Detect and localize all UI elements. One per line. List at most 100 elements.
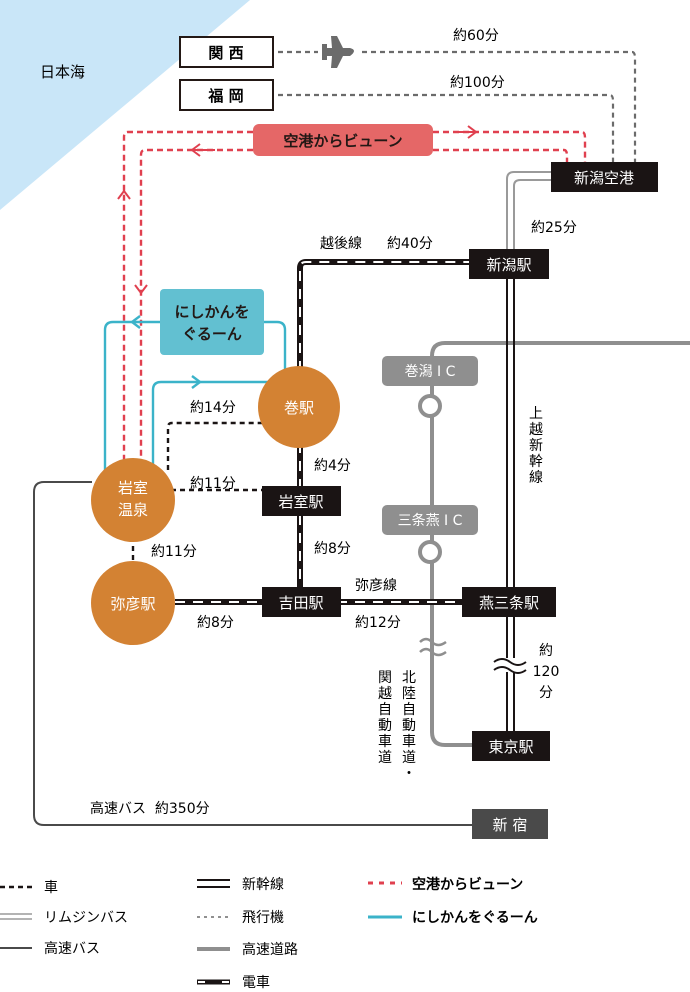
sea-label: 日本海 [40, 63, 85, 81]
station-iwamuro: 岩室駅 [262, 486, 341, 516]
station-tsubamesanjo: 燕三条駅 [462, 587, 556, 617]
svg-text:新潟空港: 新潟空港 [574, 169, 634, 187]
iwamuro-yoshida-time: 約8分 [314, 541, 351, 557]
svg-text:岩室駅: 岩室駅 [278, 493, 323, 511]
legend-car: 車 [0, 879, 58, 896]
svg-text:吉田駅: 吉田駅 [278, 594, 323, 612]
svg-text:道: 道 [402, 750, 416, 766]
arrow-left-icon [190, 143, 215, 157]
svg-text:北: 北 [402, 670, 416, 686]
onsen-iwamuro-time: 約11分 [190, 476, 236, 492]
svg-text:関: 関 [378, 670, 392, 686]
fukuoka-time-label: 約100分 [450, 75, 505, 91]
nishikan-route [103, 315, 287, 470]
legend-airplane: 飛行機 [197, 910, 284, 926]
svg-text:車: 車 [378, 733, 392, 750]
maki-iwamuro-time: 約4分 [314, 458, 351, 474]
yoshida-tsubame-time: 約12分 [355, 615, 401, 631]
node-iwamuro-onsen: 岩室 温泉 [91, 458, 175, 542]
shinkansen-time-1: 約 [539, 643, 553, 659]
onsen-yahiko-time: 約11分 [151, 544, 197, 560]
airplane-routes [278, 50, 637, 162]
svg-text:越: 越 [529, 422, 543, 438]
svg-text:ぐるーん: ぐるーん [182, 325, 242, 343]
svg-text:幹: 幹 [529, 453, 543, 470]
svg-text:自: 自 [378, 702, 392, 718]
svg-text:リムジンバス: リムジンバス [44, 910, 128, 926]
svg-text:車: 車 [44, 879, 58, 896]
svg-text:三条燕 I C: 三条燕 I C [398, 512, 463, 529]
svg-text:関 西: 関 西 [208, 44, 243, 62]
svg-text:新潟駅: 新潟駅 [486, 256, 531, 274]
svg-text:自: 自 [402, 702, 416, 718]
svg-text:高速道路: 高速道路 [242, 941, 298, 958]
origin-fukuoka: 福 岡 [179, 79, 274, 111]
legend: 車 リムジンバス 高速バス 新幹線 飛行機 高速道路 電車 [0, 876, 538, 991]
svg-text:巻潟 I C: 巻潟 I C [405, 364, 456, 380]
echigo-line-label: 越後線 [320, 236, 362, 252]
nishikan-label: にしかんを ぐるーん [160, 289, 264, 355]
shinkansen-time-2: 120 [533, 664, 560, 680]
legend-expressway: 高速道路 [197, 941, 298, 958]
ic-sanjo-tsubame: 三条燕 I C [382, 505, 478, 564]
svg-text:燕三条駅: 燕三条駅 [479, 594, 539, 612]
station-niigata-airport: 新潟空港 [551, 162, 658, 192]
arrow-left-icon [130, 315, 141, 329]
station-shinjuku: 新 宿 [472, 809, 548, 839]
svg-text:弥彦駅: 弥彦駅 [110, 595, 155, 613]
svg-text:温泉: 温泉 [118, 501, 148, 519]
svg-text:新: 新 [529, 438, 543, 454]
arrow-right-icon [455, 125, 478, 139]
expressway-routes [430, 341, 690, 747]
limousine-bus-route [506, 171, 552, 745]
legend-train: 電車 [197, 974, 270, 991]
station-niigata: 新潟駅 [469, 249, 549, 279]
svg-text:にしかんを: にしかんを [174, 303, 249, 321]
svg-text:陸: 陸 [402, 686, 416, 702]
arrow-down-icon [134, 284, 148, 295]
svg-text:上: 上 [529, 406, 543, 422]
svg-text:動: 動 [378, 718, 392, 734]
fukuoka-flight-line [278, 93, 615, 162]
shinkansen-time-3: 分 [539, 685, 553, 701]
legend-shinkansen: 新幹線 [197, 876, 284, 893]
svg-text:福 岡: 福 岡 [207, 87, 243, 105]
shinkansen-break-icon [493, 658, 527, 674]
svg-text:・: ・ [402, 766, 416, 782]
node-maki: 巻駅 [258, 366, 340, 448]
echigo-line-time: 約40分 [387, 236, 433, 252]
svg-text:空港からビューン: 空港からビューン [412, 876, 523, 893]
legend-airport-bus: 空港からビューン [368, 876, 523, 893]
svg-text:巻駅: 巻駅 [284, 399, 314, 417]
highway-bus-label: 高速バス 約350分 [90, 800, 210, 817]
svg-text:にしかんをぐるーん: にしかんをぐるーん [412, 910, 538, 926]
svg-text:空港からビューン: 空港からビューン [283, 132, 402, 150]
kansai-flight-line-2 [362, 50, 637, 162]
svg-text:電車: 電車 [242, 974, 270, 991]
airplane-icon [322, 36, 354, 68]
station-yoshida: 吉田駅 [262, 587, 341, 617]
highway-bus-route [33, 481, 472, 826]
svg-text:新幹線: 新幹線 [242, 876, 284, 893]
svg-text:越: 越 [378, 686, 392, 702]
yahiko-line-label: 弥彦線 [355, 577, 397, 594]
onsen-maki-time: 約14分 [190, 400, 236, 416]
svg-text:道: 道 [378, 750, 392, 766]
airport-bus-route [122, 130, 587, 470]
svg-text:飛行機: 飛行機 [242, 910, 284, 926]
station-tokyo: 東京駅 [472, 731, 550, 761]
joetsu-shinkansen-label: 上 越 新 幹 線 [529, 406, 543, 486]
legend-nishikan: にしかんをぐるーん [368, 910, 538, 926]
ic-makigata: 巻潟 I C [382, 356, 478, 418]
expressway-break-icon [419, 637, 447, 657]
hokuriku-expressway-label: 北 陸 自 動 車 道 ・ [402, 670, 416, 782]
svg-text:車: 車 [402, 733, 416, 750]
airport-bus-label: 空港からビューン [253, 124, 433, 156]
node-yahiko: 弥彦駅 [91, 561, 175, 645]
legend-limousine: リムジンバス [0, 910, 128, 926]
svg-text:東京駅: 東京駅 [488, 738, 533, 756]
arrow-right-icon [191, 375, 202, 389]
airport-bus-arrows [117, 125, 478, 295]
kansai-time-label: 約60分 [453, 28, 499, 44]
